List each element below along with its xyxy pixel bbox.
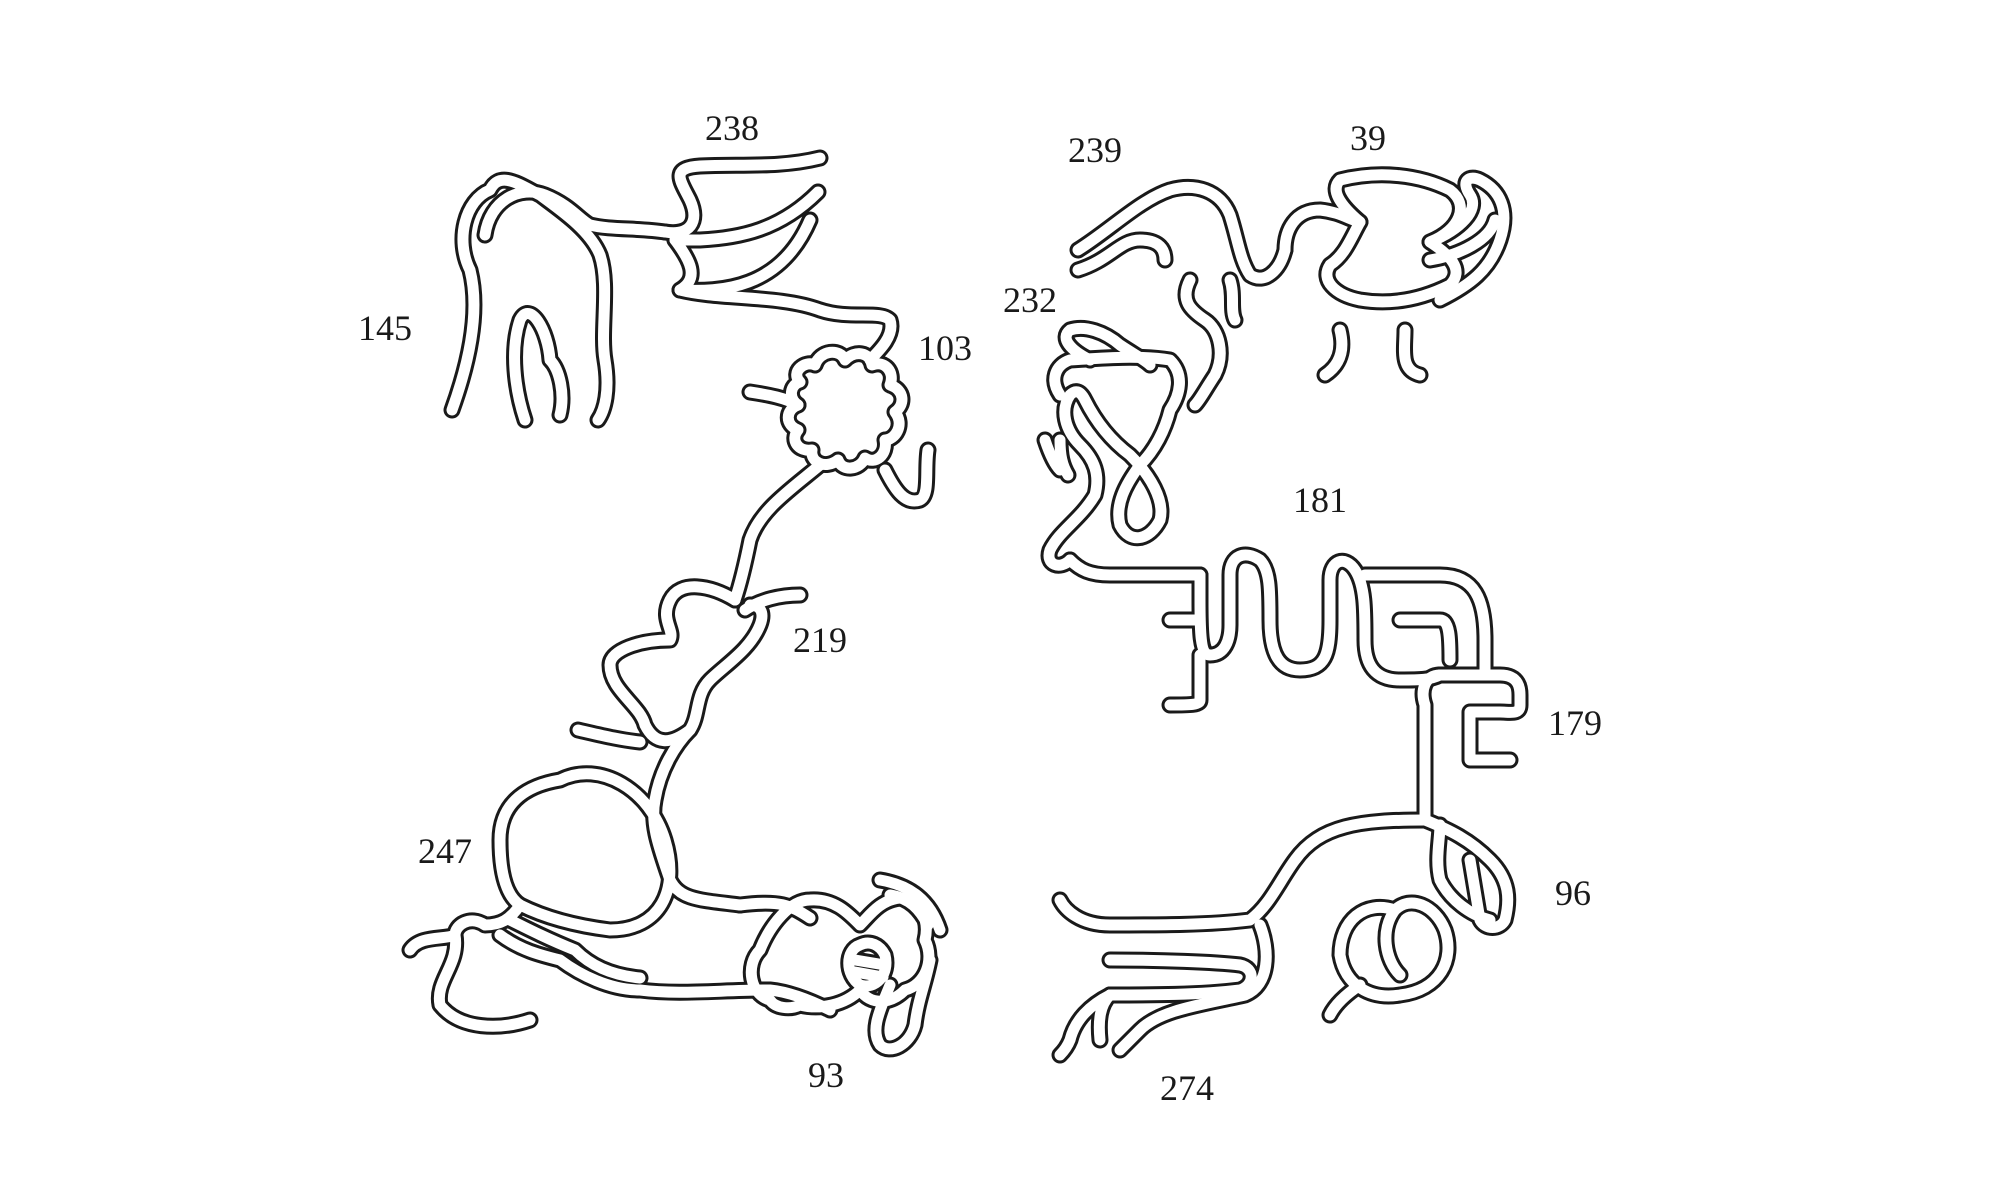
label-238: 238 (705, 108, 759, 148)
label-247: 247 (418, 831, 472, 871)
label-103: 103 (918, 328, 972, 368)
label-179: 179 (1548, 703, 1602, 743)
label-96: 96 (1555, 873, 1591, 913)
label-274: 274 (1160, 1068, 1214, 1108)
label-39: 39 (1350, 118, 1386, 158)
label-145: 145 (358, 308, 412, 348)
label-181: 181 (1293, 480, 1347, 520)
label-93: 93 (808, 1055, 844, 1095)
label-219: 219 (793, 620, 847, 660)
label-232: 232 (1003, 280, 1057, 320)
label-239: 239 (1068, 130, 1122, 170)
